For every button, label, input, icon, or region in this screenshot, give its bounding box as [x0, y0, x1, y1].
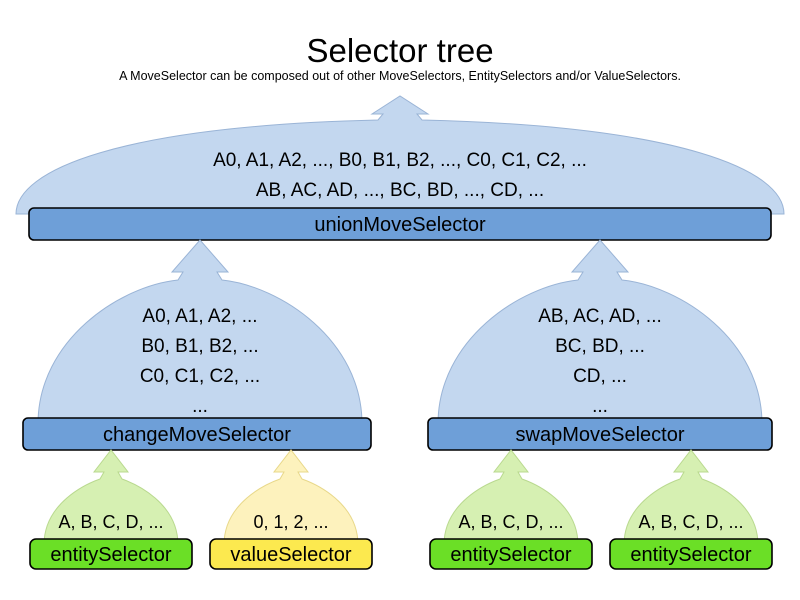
entity-selector-1-balloon-line-1: A, B, C, D, ... [58, 512, 163, 532]
node-entity-selector-3[interactable]: A, B, C, D, ... entitySelector [609, 449, 773, 570]
node-entity-selector-1[interactable]: A, B, C, D, ... entitySelector [29, 449, 193, 570]
union-bar-label: unionMoveSelector [314, 214, 486, 236]
entity-selector-1-bar[interactable] [29, 538, 193, 570]
entity-selector-1-balloon-shape [43, 449, 179, 546]
union-balloon-line-1: A0, A1, A2, ..., B0, B1, B2, ..., C0, C1… [213, 150, 587, 171]
entity-selector-1-bar-label: entitySelector [50, 544, 172, 566]
change-bar-label: changeMoveSelector [103, 424, 291, 446]
node-value-selector-1[interactable]: 0, 1, 2, ... valueSelector [209, 449, 373, 570]
value-selector-1-bar[interactable] [209, 538, 373, 570]
entity-selector-2-bar[interactable] [429, 538, 593, 570]
swap-bar-label: swapMoveSelector [516, 424, 685, 446]
entity-selector-3-bar-label: entitySelector [630, 544, 752, 566]
change-balloon-line-1: A0, A1, A2, ... [142, 306, 257, 327]
change-balloon-line-4: ... [192, 396, 208, 417]
change-balloon-shape [37, 239, 363, 425]
node-change-move-selector[interactable]: A0, A1, A2, ... B0, B1, B2, ... C0, C1, … [22, 239, 372, 451]
swap-bar[interactable] [427, 417, 773, 451]
value-selector-1-balloon-shape [223, 449, 359, 546]
node-swap-move-selector[interactable]: AB, AC, AD, ... BC, BD, ... CD, ... ... … [427, 239, 773, 451]
swap-balloon-line-2: BC, BD, ... [555, 336, 645, 357]
value-selector-1-balloon-line-1: 0, 1, 2, ... [253, 512, 328, 532]
swap-balloon-line-1: AB, AC, AD, ... [538, 306, 662, 327]
page-subtitle: A MoveSelector can be composed out of ot… [119, 69, 681, 83]
page-title: Selector tree [306, 32, 493, 69]
union-balloon-shape [15, 95, 785, 215]
entity-selector-3-balloon-line-1: A, B, C, D, ... [638, 512, 743, 532]
entity-selector-2-balloon-shape [443, 449, 579, 546]
node-union-move-selector[interactable]: A0, A1, A2, ..., B0, B1, B2, ..., C0, C1… [15, 95, 785, 241]
swap-balloon-shape [437, 239, 763, 425]
entity-selector-2-balloon-line-1: A, B, C, D, ... [458, 512, 563, 532]
entity-selector-2-bar-label: entitySelector [450, 544, 572, 566]
swap-balloon-line-3: CD, ... [573, 366, 627, 387]
change-balloon-line-2: B0, B1, B2, ... [141, 336, 258, 357]
entity-selector-3-balloon-shape [623, 449, 759, 546]
change-balloon-line-3: C0, C1, C2, ... [140, 366, 260, 387]
entity-selector-3-bar[interactable] [609, 538, 773, 570]
swap-balloon-line-4: ... [592, 396, 608, 417]
value-selector-1-bar-label: valueSelector [230, 544, 352, 566]
change-bar[interactable] [22, 417, 372, 451]
union-bar[interactable] [28, 207, 772, 241]
node-entity-selector-2[interactable]: A, B, C, D, ... entitySelector [429, 449, 593, 570]
union-balloon-line-2: AB, AC, AD, ..., BC, BD, ..., CD, ... [256, 180, 544, 201]
